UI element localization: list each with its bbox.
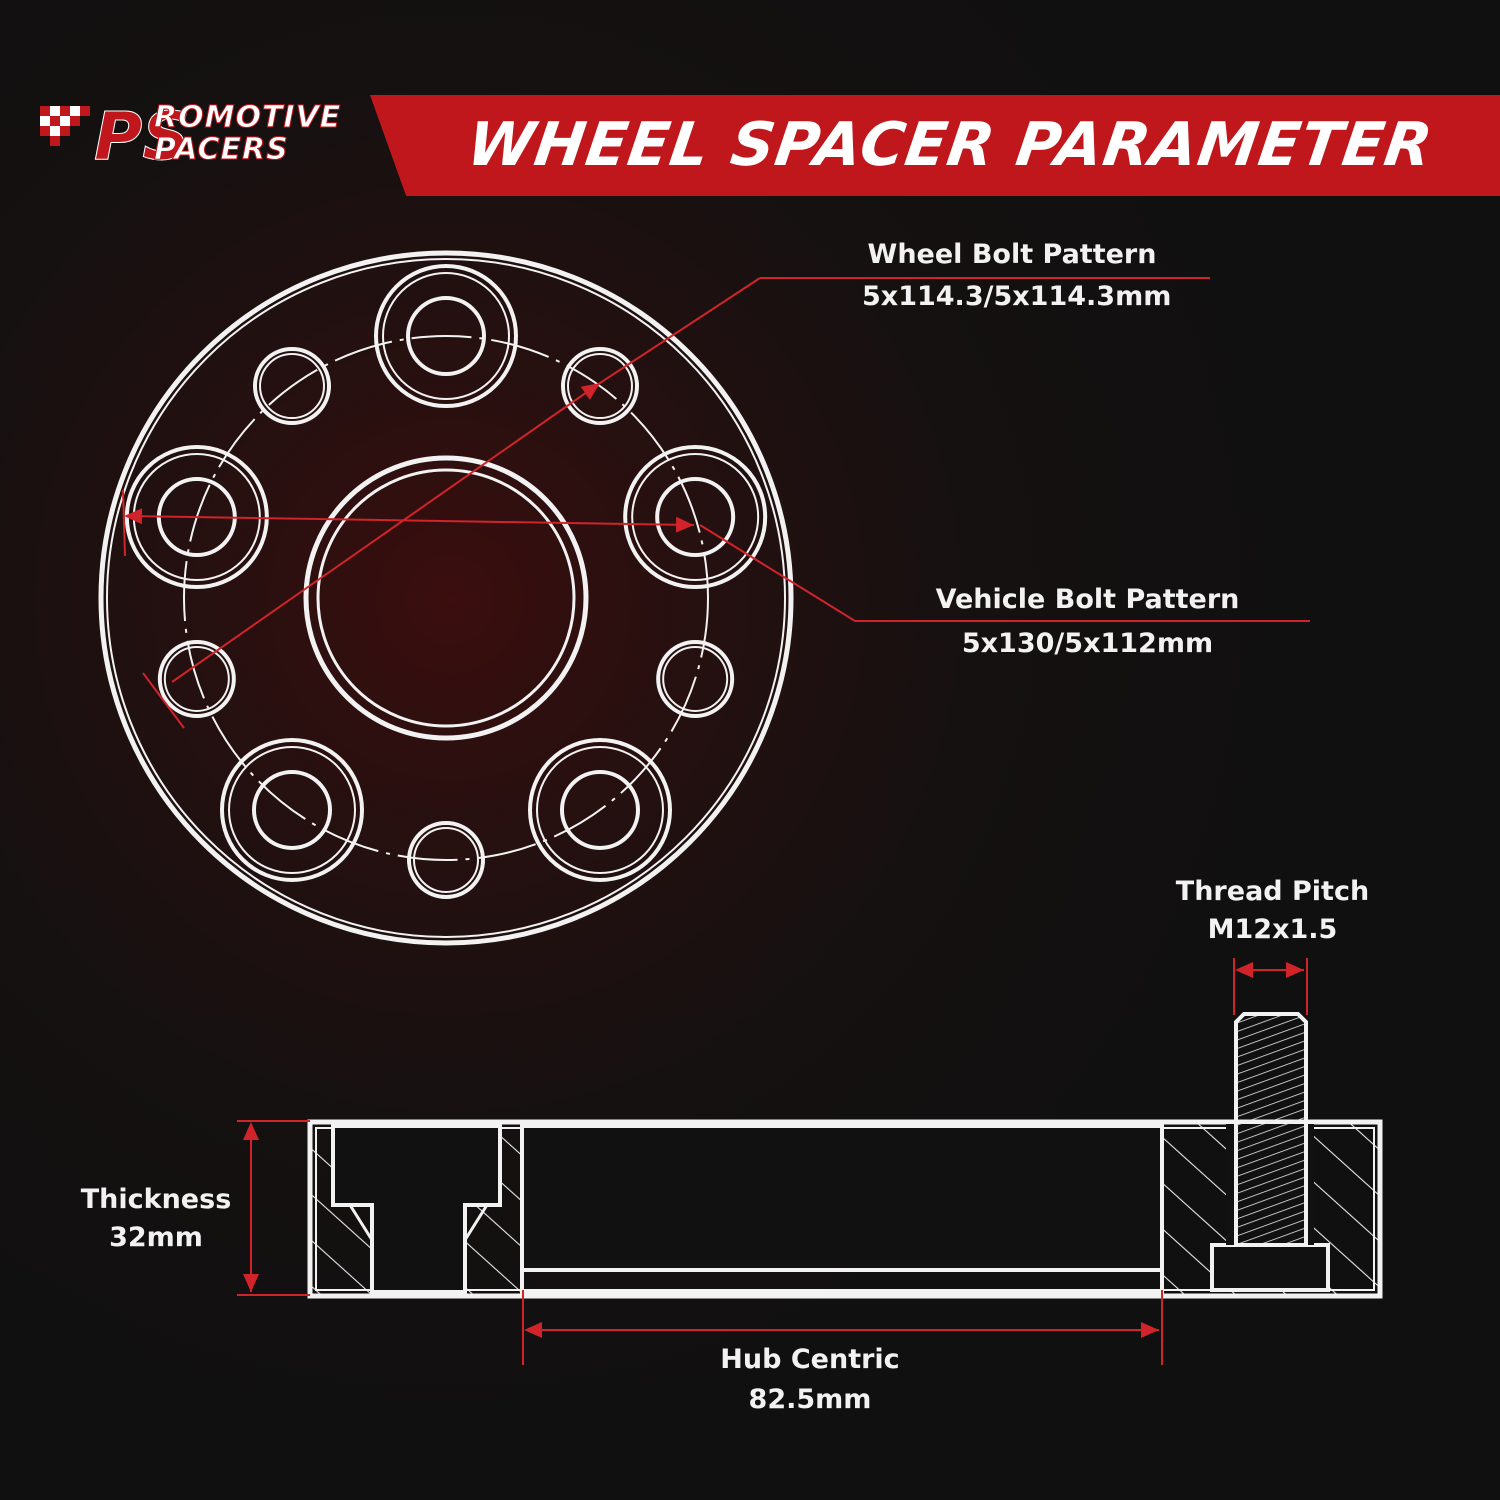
wheel-bolt-hole-outer [374, 264, 518, 408]
wheel-bolt-hole-inner [252, 769, 333, 850]
logo-text-line-1: ROMOTIVE [153, 100, 342, 136]
wheel-bolt-hole-outer [220, 737, 365, 882]
thickness-label: Thickness 32mm [70, 1183, 242, 1255]
wheel-pattern-diameter-line [124, 508, 695, 533]
vehicle-bolt-hole [253, 347, 332, 426]
wheel-bolt-pattern-label: Wheel Bolt Pattern 5x114.3/5x114.3mm [862, 238, 1172, 314]
wheel-bolt-hole-outer-inner [535, 745, 664, 874]
vehicle-bolt-pattern-label: Vehicle Bolt Pattern 5x130/5x112mm [930, 583, 1245, 661]
checkered-flag-icon [40, 106, 90, 146]
side-outline [307, 1119, 1383, 1299]
logo-text-line-2: PACERS [154, 132, 289, 168]
front-dimensions [122, 277, 1310, 729]
wheel-bolt-hole-inner [559, 769, 640, 850]
vehicle-bolt-holes [157, 347, 735, 899]
hub-centric-label: Hub Centric 82.5mm [700, 1343, 920, 1417]
wheel-bolt-hole-outer-inner [382, 272, 510, 400]
hub-centric-title: Hub Centric [720, 1344, 900, 1375]
wheel-bolt-hole-outer [527, 737, 672, 882]
vehicle-bolt-hole [656, 639, 735, 718]
wheel-bolt-hole-inner [406, 296, 486, 376]
center-bore-section [520, 1124, 1164, 1272]
logo-initials: PS [94, 98, 191, 176]
vehicle-bolt-hole [560, 347, 639, 426]
lug-pocket [331, 1124, 502, 1294]
thread-pitch-title: Thread Pitch [1175, 876, 1370, 907]
vehicle-bolt-pattern-value: 5x130/5x112mm [961, 627, 1214, 659]
spacer-side-view [307, 1012, 1383, 1299]
vehicle-pattern-diameter-line [171, 382, 601, 683]
bolt-circle-guide [183, 335, 709, 861]
hub-centric-value: 82.5mm [748, 1383, 872, 1415]
page-title: WHEEL SPACER PARAMETER [462, 110, 1438, 180]
thickness-value: 32mm [109, 1221, 203, 1253]
outer-rim [98, 250, 794, 946]
title-banner [370, 95, 1500, 196]
vehicle-bolt-hole [407, 821, 485, 899]
vehicle-bolt-pattern-title: Vehicle Bolt Pattern [935, 584, 1240, 615]
side-dimensions [237, 958, 1308, 1365]
wheel-bolt-pattern-value: 5x114.3/5x114.3mm [862, 280, 1172, 312]
vehicle-bolt-hole [157, 639, 236, 718]
thickness-title: Thickness [80, 1184, 232, 1215]
vehicle-bolt-hole-inner [413, 827, 479, 893]
vehicle-pattern-leader-a [699, 524, 856, 622]
center-bore-outer [303, 455, 589, 741]
vehicle-bolt-hole-inner [662, 645, 729, 712]
wheel-bolt-pattern-title: Wheel Bolt Pattern [867, 239, 1157, 270]
threaded-stud [1234, 1012, 1308, 1247]
outer-rim-inner [106, 258, 786, 938]
vehicle-bolt-hole-inner [259, 353, 326, 420]
thread-pitch-label: Thread Pitch M12x1.5 [1165, 875, 1380, 947]
thread-pitch-value: M12x1.5 [1207, 913, 1338, 945]
vehicle-bolt-hole-inner [566, 353, 633, 420]
brand-logo: PS ROMOTIVE PACERS [36, 98, 366, 198]
stud-head [1210, 1243, 1330, 1292]
vehicle-bolt-hole-inner [163, 645, 230, 712]
center-bore-inner [316, 468, 576, 728]
wheel-bolt-hole-outer-inner [228, 745, 357, 874]
